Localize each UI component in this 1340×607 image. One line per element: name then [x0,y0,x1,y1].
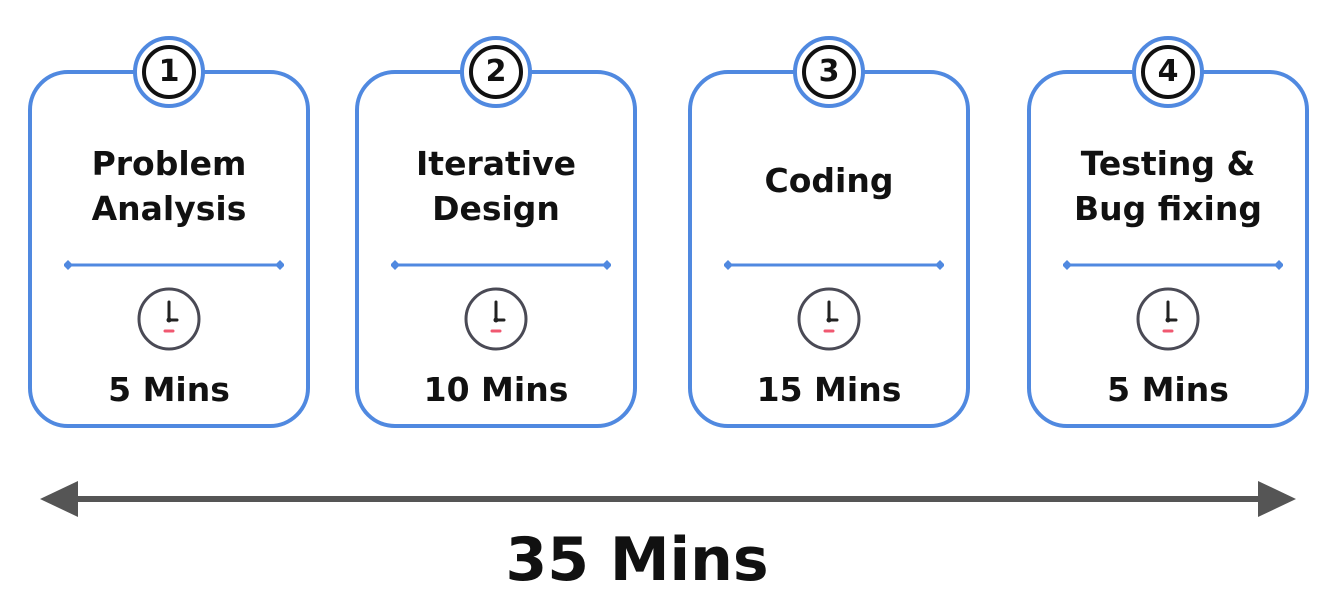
step-duration: 10 Mins [423,370,569,409]
divider-line [724,260,944,270]
clock-icon [1133,284,1203,354]
divider-line [1063,260,1283,270]
step-number: 1 [142,45,196,99]
step-title-line: Bug fixing [1074,189,1262,228]
step-title: Testing & Bug fixing [1031,136,1305,236]
clock-icon [134,284,204,354]
step-number: 2 [469,45,523,99]
step-number-badge: 1 [133,36,205,108]
step-card-4: 4 Testing & Bug fixing 5 Mins [1027,36,1309,428]
total-duration: 35 Mins [505,525,769,595]
step-duration: 5 Mins [108,370,230,409]
step-number-badge: 2 [460,36,532,108]
step-number-badge: 3 [793,36,865,108]
step-title: Iterative Design [359,136,633,236]
step-duration: 5 Mins [1107,370,1229,409]
clock-icon [794,284,864,354]
step-title-line: Design [432,189,560,228]
double-headed-arrow-icon [40,480,1296,518]
step-card-2: 2 Iterative Design 10 Mins [355,36,637,428]
step-title-line: Analysis [91,189,247,228]
step-title-line: Problem [91,144,247,183]
divider-line [64,260,284,270]
step-number-badge: 4 [1132,36,1204,108]
step-title-line: Testing & [1080,144,1256,183]
step-title: Problem Analysis [32,136,306,236]
step-number: 3 [802,45,856,99]
step-title-line: Coding [764,160,894,200]
clock-icon [461,284,531,354]
step-title: Coding [692,130,966,230]
step-duration: 15 Mins [756,370,902,409]
step-title-line: Iterative [416,144,576,183]
step-number: 4 [1141,45,1195,99]
step-card-3: 3 Coding 15 Mins [688,36,970,428]
divider-line [391,260,611,270]
step-card-1: 1 Problem Analysis 5 Mins [28,36,310,428]
